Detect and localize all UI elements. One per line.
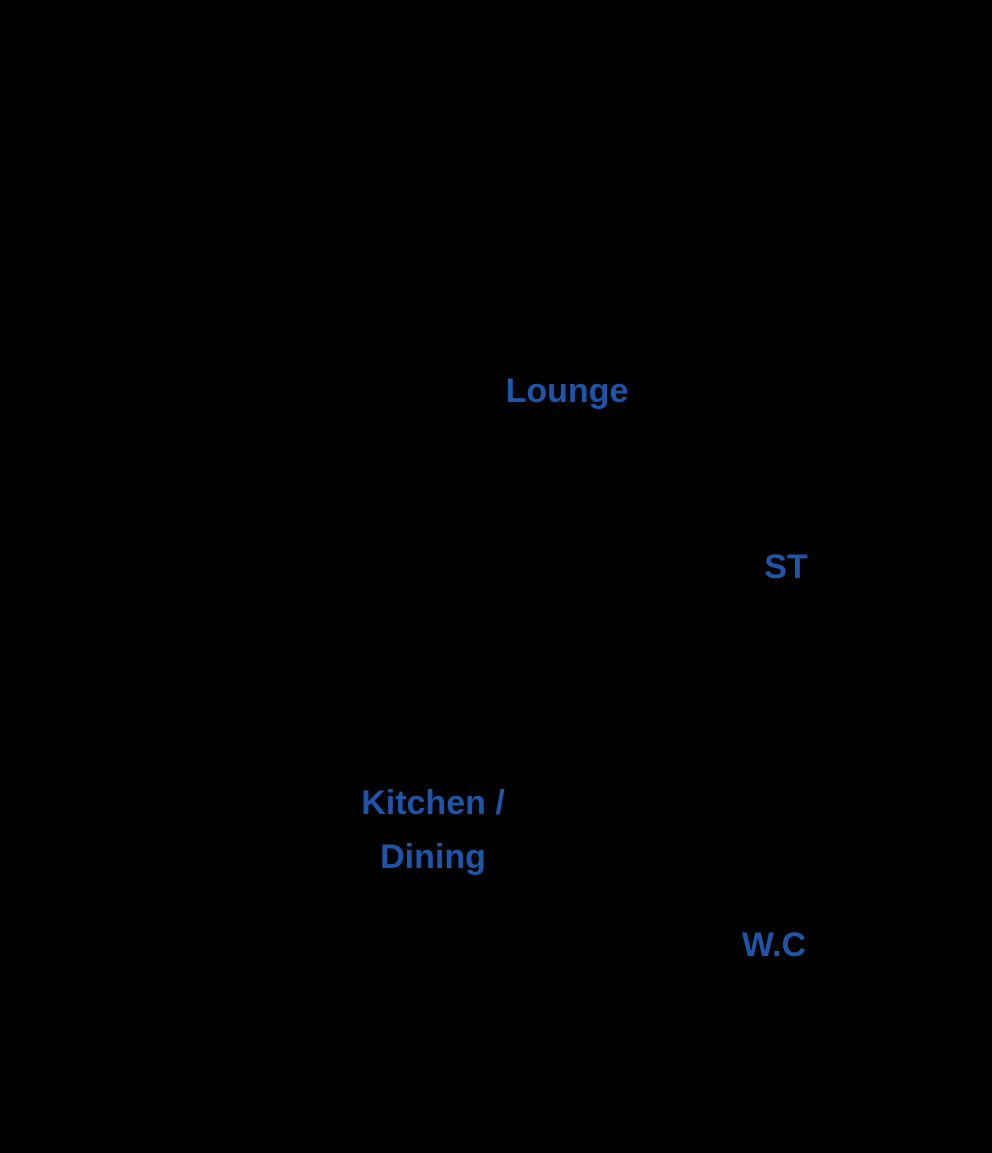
room-label-kitchen-dining: Kitchen / Dining — [346, 776, 520, 884]
room-label-wc: W.C — [741, 926, 807, 964]
room-label-kitchen-line1: Kitchen / — [361, 784, 505, 822]
room-label-kitchen-line2: Dining — [380, 838, 486, 876]
room-label-lounge: Lounge — [505, 372, 629, 410]
room-label-storage: ST — [764, 548, 808, 586]
